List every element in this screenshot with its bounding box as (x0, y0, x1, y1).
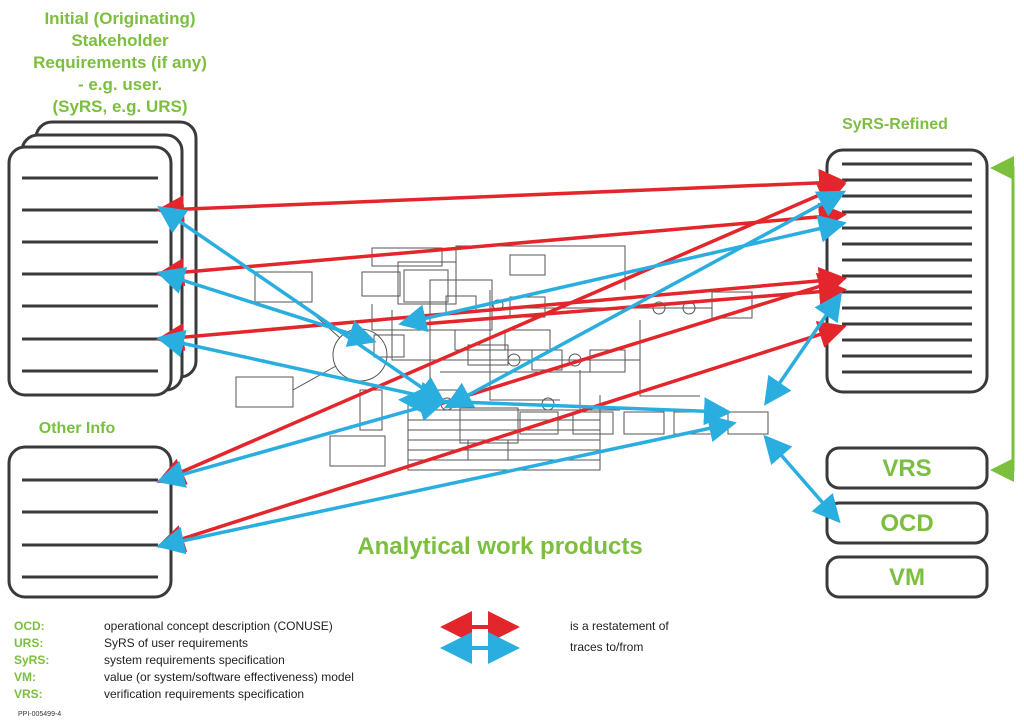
legend-row: VRS: verification requirements specifica… (14, 686, 434, 702)
legend-abbr: VM: (14, 670, 36, 684)
initial-title-line: - e.g. user. (77, 75, 163, 94)
legend-red-arrow-label: is a restatement of (570, 619, 669, 633)
legend-row: VM: value (or system/software effectiven… (14, 669, 434, 685)
vrs-label: VRS (882, 455, 932, 482)
legend-def: system requirements specification (104, 653, 285, 667)
legend-abbr: SyRS: (14, 653, 50, 667)
ocd-label: OCD (880, 510, 934, 537)
other-info-title: Other Info (38, 420, 116, 437)
other-info-document (7, 445, 173, 599)
syrs-refined-document (825, 148, 989, 394)
legend-def: value (or system/software effectiveness)… (104, 670, 354, 684)
legend-blue-arrow-label: traces to/from (570, 640, 644, 654)
legend-abbr: OCD: (14, 619, 45, 633)
vm-label: VM (889, 564, 925, 591)
legend-def: operational concept description (CONUSE) (104, 619, 333, 633)
legend-row: OCD: operational concept description (CO… (14, 618, 434, 634)
syrs-refined-title: SyRS-Refined (842, 116, 948, 133)
restatement-arrows (156, 168, 847, 552)
initial-requirements-stack (7, 120, 198, 397)
initial-title-line: Requirements (if any) (33, 53, 207, 72)
initial-title-line: (SyRS, e.g. URS) (52, 97, 188, 116)
legend-def: verification requirements specification (104, 687, 305, 701)
analytical-work-products-title: Analytical work products (357, 533, 643, 560)
initial-title-line: Stakeholder (71, 31, 169, 50)
legend-row: URS: SyRS of user requirements (14, 635, 434, 651)
trace-arrows (156, 190, 847, 555)
legend-row: SyRS: system requirements specification (14, 652, 434, 668)
document-code: PPI-005499-4 (18, 711, 62, 718)
legend-def: SyRS of user requirements (104, 636, 249, 650)
initial-requirements-title: Initial (Originating) Stakeholder Requir… (10, 8, 230, 118)
initial-title-line: Initial (Originating) (44, 9, 196, 28)
syrs-vrs-link (990, 156, 1015, 482)
legend-abbr: VRS: (14, 687, 43, 701)
legend: OCD: operational concept description (CO… (14, 618, 734, 708)
legend-abbr: URS: (14, 636, 44, 650)
vm-box (825, 555, 989, 599)
